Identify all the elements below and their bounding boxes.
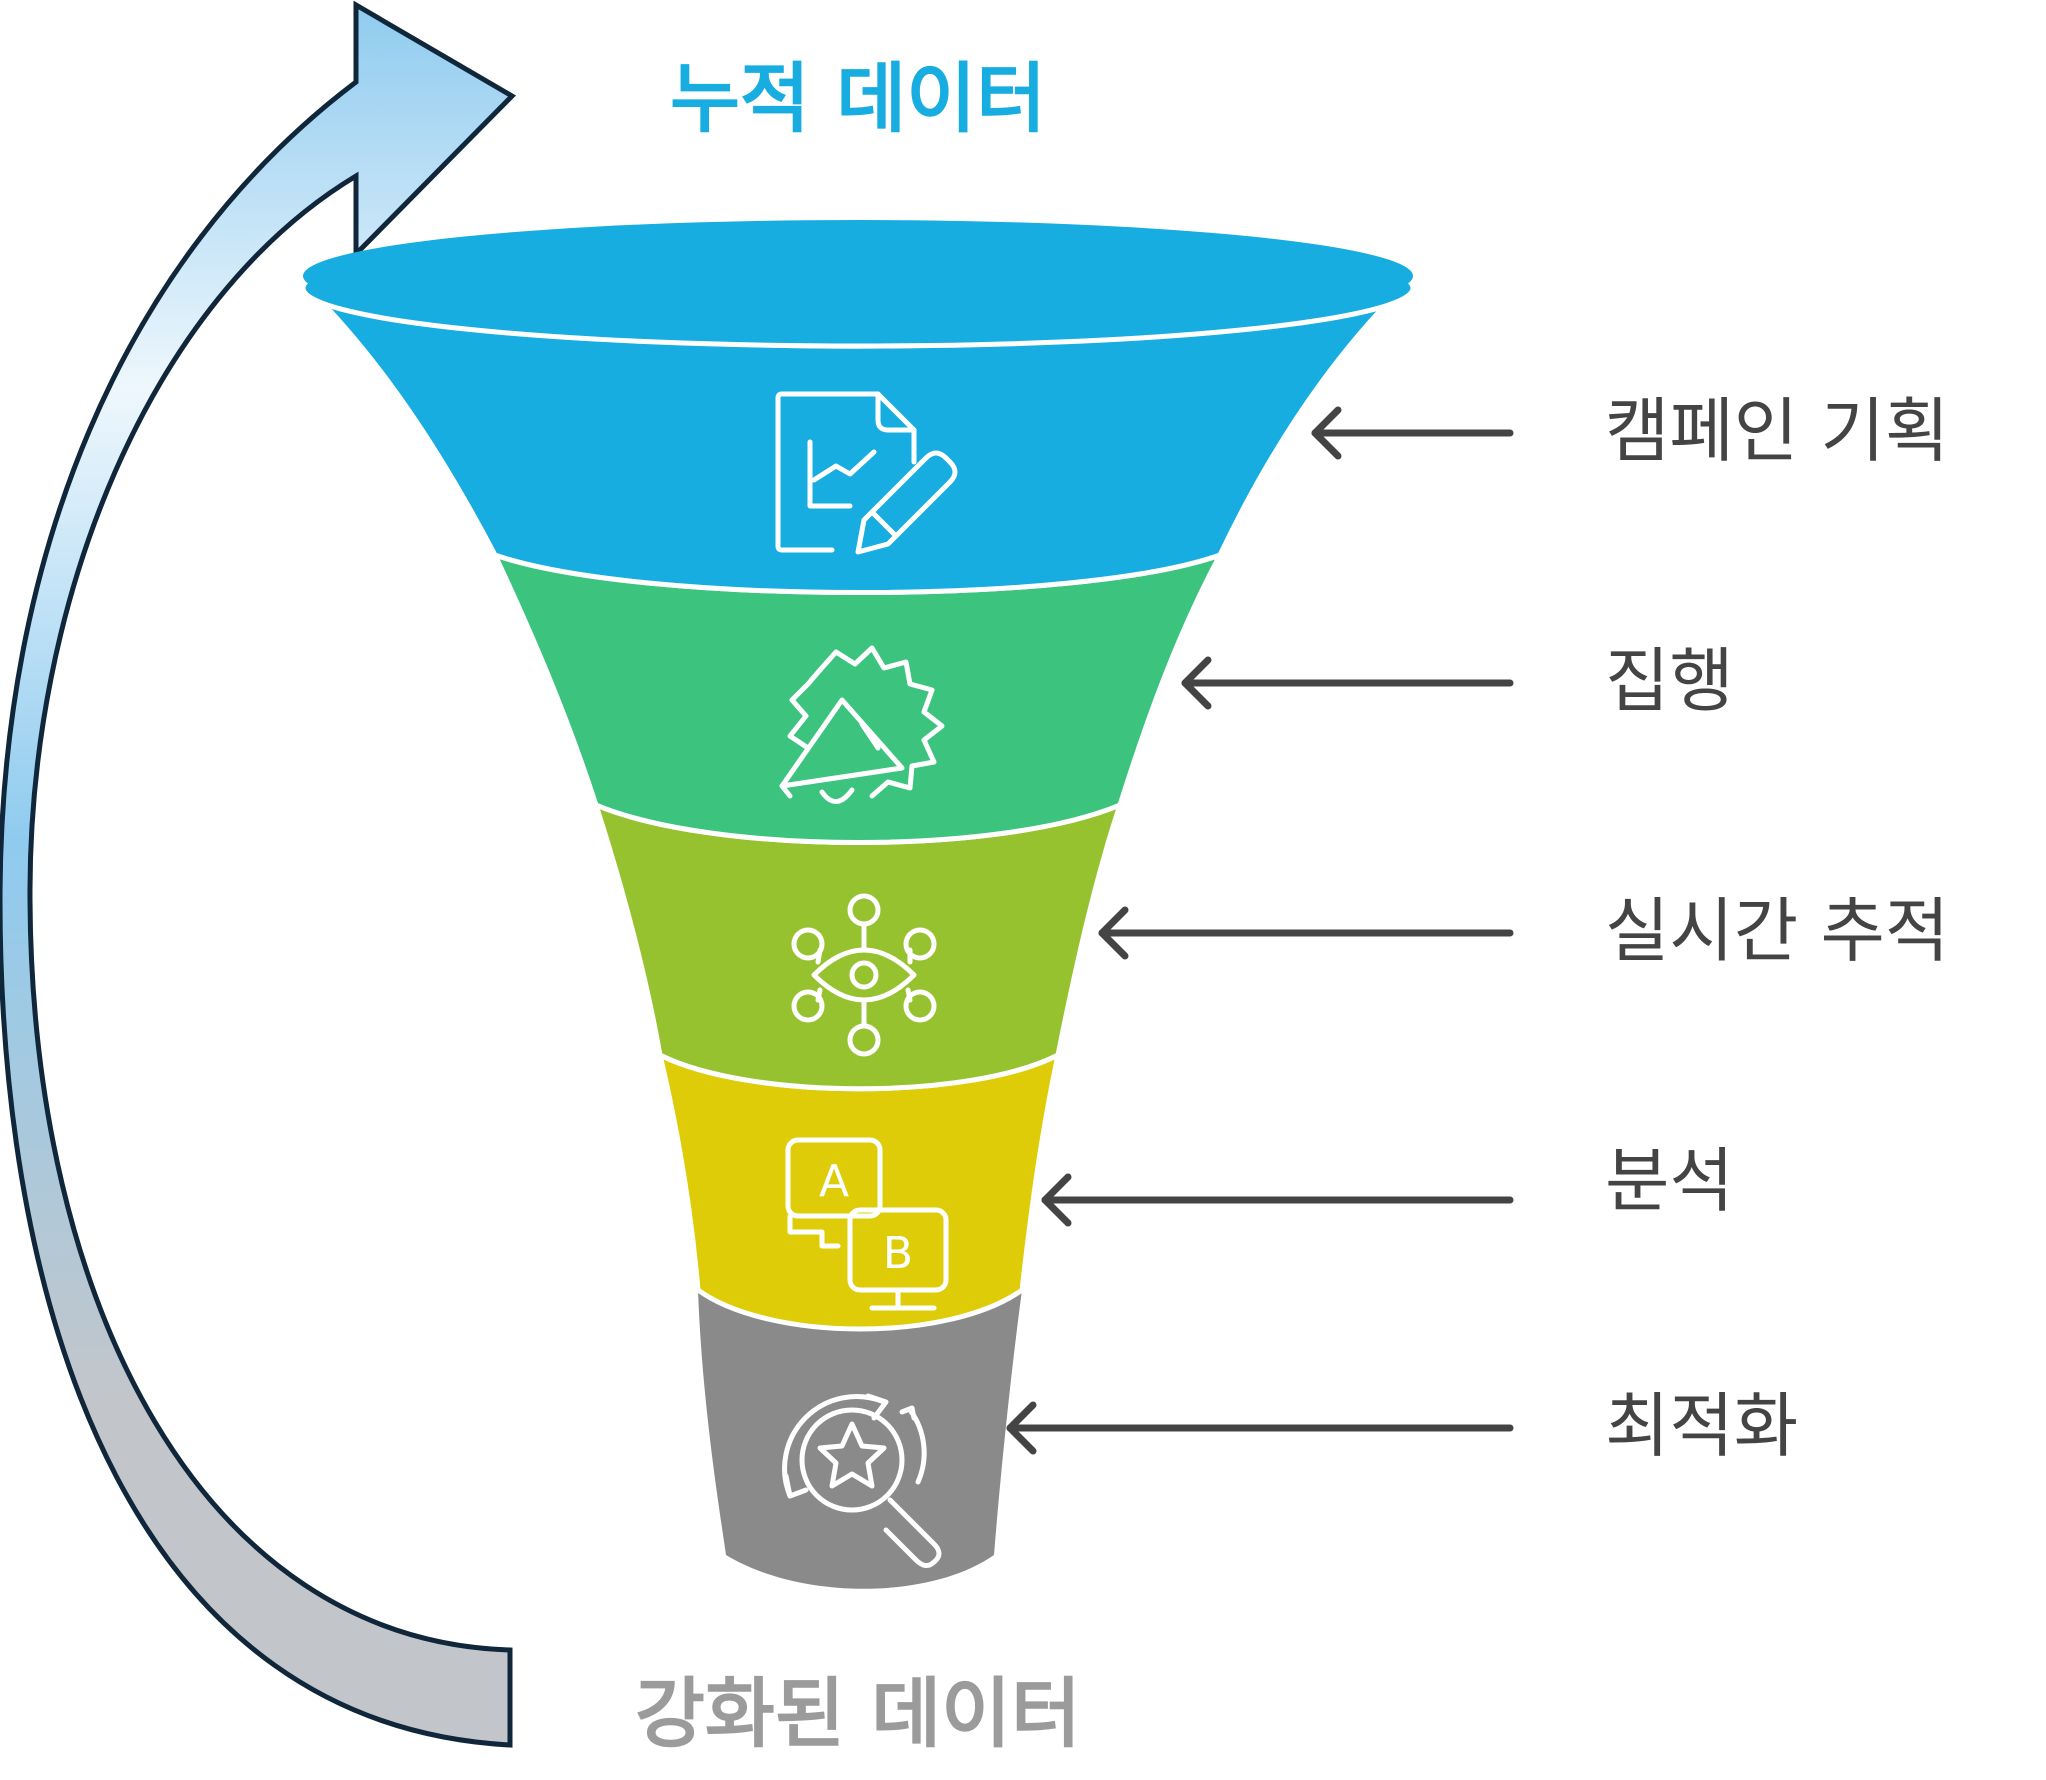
star-search-cycle-icon [782,1393,942,1568]
stage-arrow-3 [1098,906,1514,960]
stage-label-analysis: 분석 [1605,1140,1734,1222]
funnel-segment-execution [490,550,1226,845]
cycle-arrow [0,0,517,1748]
top-label: 누적 데이터 [670,54,1046,143]
svg-text:A: A [819,1156,849,1207]
eye-network-icon [791,893,937,1057]
stage-arrow-1 [1311,406,1514,460]
document-chart-pen-icon [775,391,958,555]
stage-arrow-4 [1041,1173,1514,1227]
stage-label-planning: 캠페인 기획 [1605,390,1949,472]
ab-test-monitors-icon: A B [785,1137,949,1311]
stage-label-execution: 집행 [1605,640,1734,722]
funnel-segment-tracking [591,800,1125,1092]
svg-text:B: B [883,1228,913,1279]
stage-label-optimization: 최적화 [1605,1385,1798,1467]
stage-arrow-2 [1181,656,1514,710]
stage-label-tracking: 실시간 추적 [1605,890,1949,972]
megaphone-badge-icon [779,645,945,804]
stage-arrow-5 [1006,1401,1514,1455]
bottom-label: 강화된 데이터 [635,1669,1081,1758]
